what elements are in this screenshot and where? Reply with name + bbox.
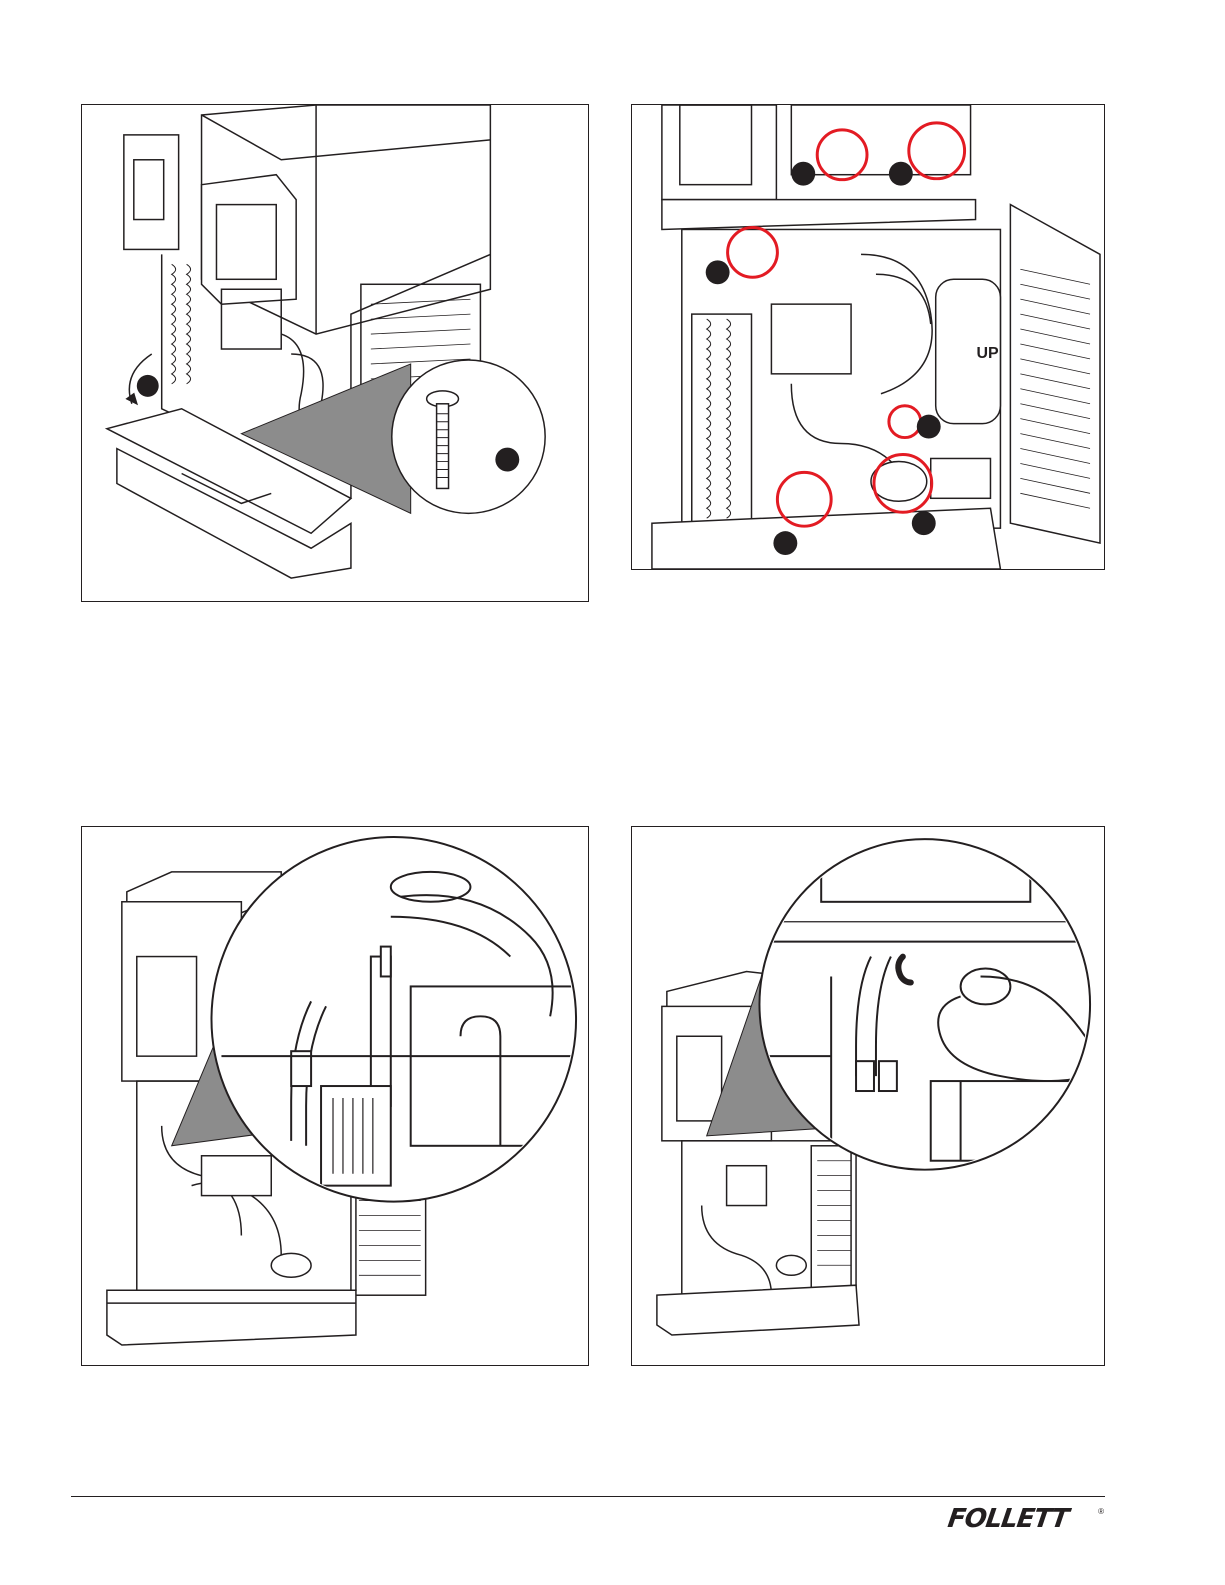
figure-4-illustration (632, 827, 1104, 1365)
callout-marker (917, 415, 941, 439)
figure-2-illustration: UP (632, 105, 1104, 569)
callout-marker (791, 162, 815, 186)
callout-marker (706, 260, 730, 284)
figure-2-panel: UP (631, 104, 1105, 570)
figure-4-panel (631, 826, 1105, 1366)
logo-text: FOLLETT (946, 1504, 1070, 1534)
figure-1-panel (81, 104, 589, 602)
figure-3-illustration (82, 827, 588, 1365)
callout-marker (137, 375, 159, 397)
figure-3-panel (81, 826, 589, 1366)
footer-rule (71, 1496, 1105, 1497)
callout-marker (912, 511, 936, 535)
callout-marker (495, 448, 519, 472)
follett-logo: FOLLETT ® (948, 1504, 1108, 1534)
registered-mark: ® (1098, 1507, 1104, 1516)
callout-marker (889, 162, 913, 186)
up-label: UP (977, 345, 999, 362)
figure-1-illustration (82, 105, 588, 601)
callout-marker (773, 531, 797, 555)
